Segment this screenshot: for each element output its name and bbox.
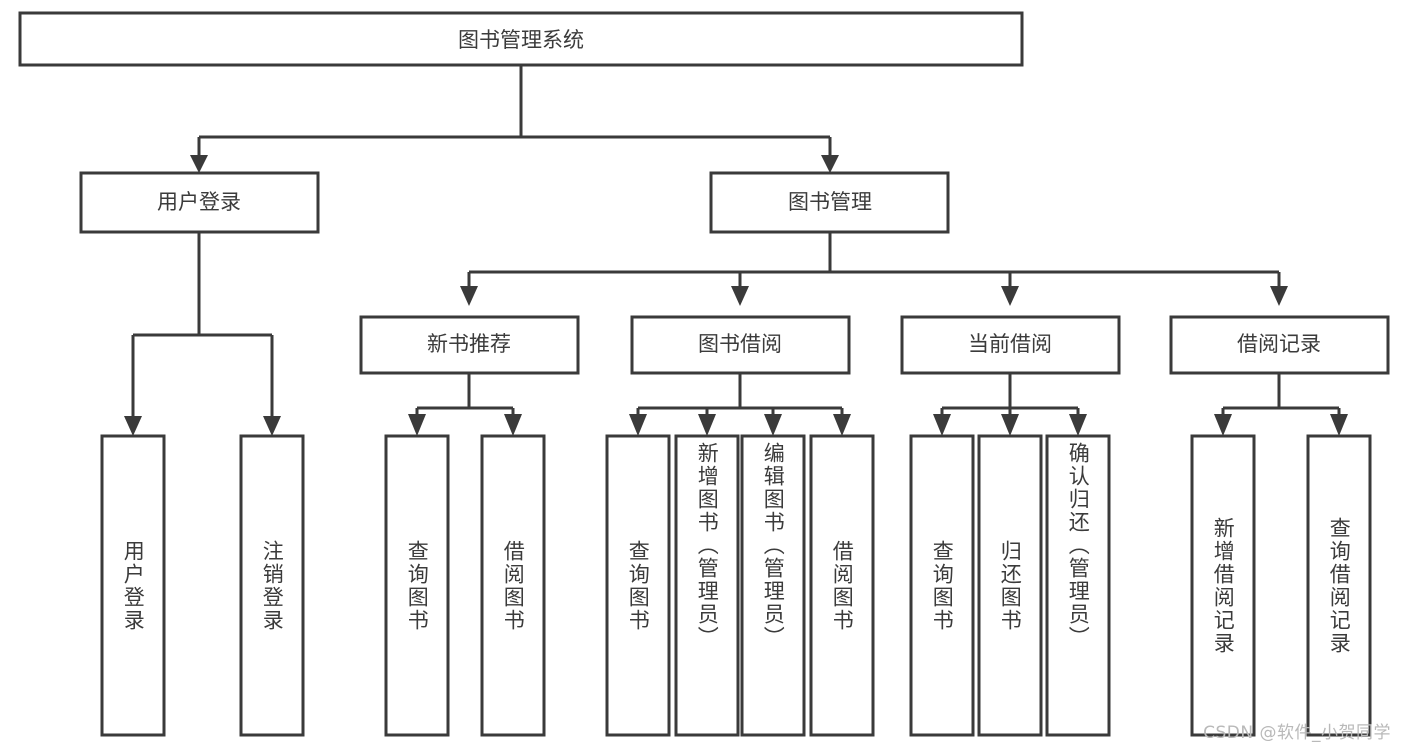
node-borrow-records[interactable]: 借阅记录: [1169, 315, 1390, 375]
node-new-book-recommend-box[interactable]: [359, 315, 580, 375]
connector-group: [124, 65, 1348, 436]
arrow-to-newbook: [460, 286, 478, 306]
node-root-box[interactable]: [18, 11, 1024, 67]
node-book-management[interactable]: 图书管理: [709, 171, 950, 234]
arrow-to-records: [1270, 286, 1288, 306]
node-book-borrow[interactable]: 图书借阅: [630, 315, 851, 375]
node-current-borrow[interactable]: 当前借阅: [900, 315, 1121, 375]
leaf-box-records-add[interactable]: [1190, 434, 1256, 737]
node-root[interactable]: 图书管理系统: [18, 11, 1024, 67]
node-current-borrow-box[interactable]: [900, 315, 1121, 375]
leaf-box-records-query[interactable]: [1306, 434, 1372, 737]
arrow-leaf-logout: [263, 416, 281, 436]
arrow-to-user-login: [190, 155, 208, 173]
arrow-to-borrow: [731, 286, 749, 306]
arrow-leaf-borrow-edit: [764, 414, 782, 436]
leaf-box-borrow-add[interactable]: [674, 434, 740, 737]
arrow-leaf-borrow-lend: [833, 414, 851, 436]
leaf-box-user-login[interactable]: [100, 434, 166, 737]
leaf-box-current-return[interactable]: [977, 434, 1043, 737]
leaf-box-group: [100, 434, 1372, 737]
arrow-leaf-current-return: [1001, 414, 1019, 436]
node-new-book-recommend-label: 新书推荐: [427, 332, 511, 356]
node-new-book-recommend[interactable]: 新书推荐: [359, 315, 580, 375]
node-book-management-box[interactable]: [709, 171, 950, 234]
arrow-to-current: [1001, 286, 1019, 306]
arrow-leaf-current-query: [933, 414, 951, 436]
arrow-to-book-mgmt: [821, 155, 839, 173]
node-book-borrow-box[interactable]: [630, 315, 851, 375]
arrow-leaf-records-add: [1214, 414, 1232, 436]
arrow-leaf-current-confirm: [1069, 414, 1087, 436]
leaf-box-borrow-query[interactable]: [605, 434, 671, 737]
arrow-leaf-records-query: [1330, 414, 1348, 436]
leaf-box-borrow-edit[interactable]: [740, 434, 806, 737]
node-current-borrow-label: 当前借阅: [968, 332, 1052, 356]
node-user-login-box[interactable]: [79, 171, 320, 234]
leaf-box-current-confirm[interactable]: [1045, 434, 1111, 737]
leaf-box-newbook-borrow[interactable]: [480, 434, 546, 737]
leaf-box-borrow-lend[interactable]: [809, 434, 875, 737]
node-book-borrow-label: 图书借阅: [698, 332, 782, 356]
arrow-leaf-newbook-query: [408, 414, 426, 436]
leaf-box-logout[interactable]: [239, 434, 305, 737]
node-user-login-label: 用户登录: [157, 190, 241, 214]
arrow-leaf-newbook-borrow: [504, 414, 522, 436]
watermark-text: CSDN @软件_小贺同学: [1203, 723, 1391, 743]
arrow-leaf-borrow-query: [629, 414, 647, 436]
node-book-management-label: 图书管理: [788, 190, 872, 214]
leaf-box-newbook-query[interactable]: [384, 434, 450, 737]
node-borrow-records-box[interactable]: [1169, 315, 1390, 375]
node-borrow-records-label: 借阅记录: [1237, 332, 1321, 356]
arrow-leaf-user-login: [124, 416, 142, 436]
leaf-box-current-query[interactable]: [909, 434, 975, 737]
node-root-label: 图书管理系统: [458, 28, 584, 52]
node-user-login[interactable]: 用户登录: [79, 171, 320, 234]
arrow-leaf-borrow-add: [698, 414, 716, 436]
